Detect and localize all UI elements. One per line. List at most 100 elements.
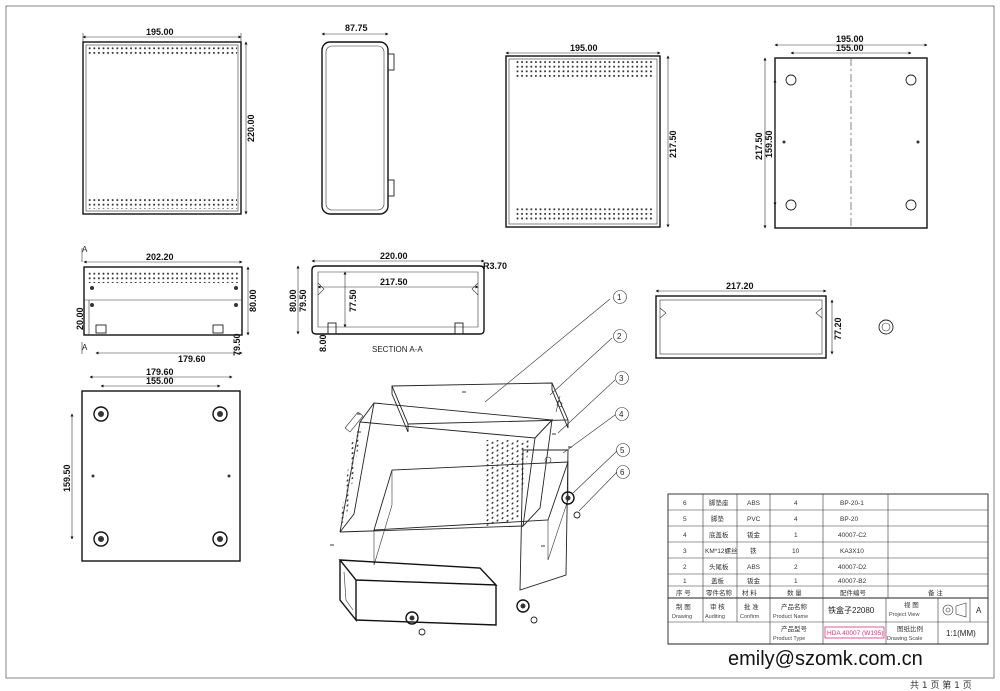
side-elev-width-dim: 202.20 <box>146 252 174 262</box>
end-panel-view: 217.20 77.20 <box>655 281 894 359</box>
side-elev-bottom-height-dim: 79.50 <box>232 333 242 356</box>
section-radius-dim: R3.70 <box>483 261 507 271</box>
bom-row: 1 盖板 钣金 1 40007-B2 <box>683 576 867 585</box>
svg-text:Auditing: Auditing <box>705 614 725 620</box>
svg-text:脚垫座: 脚垫座 <box>709 498 729 507</box>
svg-text:1: 1 <box>794 578 798 585</box>
section-width-dim: 220.00 <box>380 251 408 261</box>
side-elevation: 202.20 80.00 20.00 179.60 79.50 A A <box>75 245 258 364</box>
svg-text:5: 5 <box>620 446 625 455</box>
callout-3: 3 <box>615 371 629 385</box>
svg-text:审 核: 审 核 <box>710 602 725 611</box>
section-view: 220.00 217.50 R3.70 80.00 79.50 77.50 8.… <box>288 251 507 354</box>
side-elev-bottom-length-dim: 179.60 <box>178 354 206 364</box>
bom-table: 6 脚垫座 ABS 4 BP-20-1 5 脚垫 PVC 4 BP-20 4 底… <box>667 493 989 645</box>
top-hole-depth-dim: 159.50 <box>764 130 774 158</box>
bottom-holes-dim: 155.00 <box>146 376 174 386</box>
svg-text:2: 2 <box>683 564 687 571</box>
back-height-dim: 217.50 <box>668 130 678 158</box>
svg-text:1: 1 <box>617 293 622 302</box>
view-letter: A <box>976 606 982 615</box>
section-h1-dim: 80.00 <box>288 289 298 312</box>
svg-text:图纸比例: 图纸比例 <box>897 624 923 633</box>
back-view: 195.00 217.50 <box>505 43 678 228</box>
svg-text:KA3X10: KA3X10 <box>840 548 864 555</box>
svg-text:2: 2 <box>794 564 798 571</box>
top-outer-width-dim: 195.00 <box>836 34 864 44</box>
section-marker-top: A <box>82 245 88 254</box>
svg-text:Drawing: Drawing <box>672 614 692 620</box>
side-elev-height-dim: 80.00 <box>248 289 258 312</box>
svg-text:ABS: ABS <box>747 564 761 571</box>
svg-text:40007-C2: 40007-C2 <box>838 532 867 539</box>
bom-header: 序 号 零件名称 材 料 数 量 配件编号 备 注 <box>676 588 943 597</box>
svg-text:视 图: 视 图 <box>904 600 919 609</box>
top-outer-depth-dim: 217.50 <box>754 132 764 160</box>
svg-text:备 注: 备 注 <box>928 588 943 597</box>
product-name-value: 铁盒子22080 <box>828 605 875 615</box>
side-elev-offset-dim: 20.00 <box>75 307 85 330</box>
svg-text:Drawing Scale: Drawing Scale <box>887 636 922 642</box>
svg-text:3: 3 <box>619 374 624 383</box>
svg-text:40007-D2: 40007-D2 <box>838 564 867 571</box>
projection-symbol-icon <box>942 602 967 618</box>
svg-text:KM*12螺丝: KM*12螺丝 <box>705 546 738 555</box>
svg-text:脚垫: 脚垫 <box>711 514 725 523</box>
svg-text:铁: 铁 <box>750 546 757 555</box>
title-block: 制 图 Drawing 审 核 Auditing 批 准 Confirm 产品名… <box>672 600 982 642</box>
svg-text:序 号: 序 号 <box>676 588 691 597</box>
page-info: 共 1 页 第 1 页 <box>910 681 972 691</box>
bom-row: 2 头尾板 ABS 2 40007-D2 <box>683 562 867 571</box>
svg-text:Product Type: Product Type <box>773 636 805 642</box>
svg-text:ABS: ABS <box>747 500 761 507</box>
scale-value: 1:1(MM) <box>946 629 976 638</box>
svg-text:1: 1 <box>794 532 798 539</box>
svg-text:钣金: 钣金 <box>747 576 761 585</box>
section-h2-dim: 79.50 <box>298 289 308 312</box>
svg-text:3: 3 <box>683 548 687 555</box>
exploded-view <box>330 298 618 636</box>
callout-1: 1 <box>613 290 627 304</box>
callout-6: 6 <box>616 465 630 479</box>
top-hole-spacing-dim: 155.00 <box>836 43 864 53</box>
section-label: SECTION A-A <box>372 345 423 354</box>
svg-text:6: 6 <box>683 500 687 507</box>
section-h3-dim: 77.50 <box>348 289 358 312</box>
back-width-dim: 195.00 <box>570 43 598 53</box>
svg-text:1: 1 <box>683 578 687 585</box>
svg-text:Confirm: Confirm <box>740 614 760 620</box>
svg-text:批 准: 批 准 <box>744 602 759 611</box>
front-view: 195.00 220.00 <box>82 27 256 215</box>
section-inner-dim: 217.50 <box>380 277 408 287</box>
svg-text:BP-20: BP-20 <box>840 516 858 523</box>
end-width-dim: 217.20 <box>726 281 754 291</box>
svg-text:4: 4 <box>619 410 624 419</box>
bottom-view: 179.60 155.00 159.50 <box>62 367 241 562</box>
drawing-frame <box>5 5 995 679</box>
callout-4: 4 <box>615 407 629 421</box>
svg-text:头尾板: 头尾板 <box>709 562 729 571</box>
bom-row: 3 KM*12螺丝 铁 10 KA3X10 <box>683 546 864 555</box>
svg-text:2: 2 <box>617 332 622 341</box>
svg-text:钣金: 钣金 <box>747 530 761 539</box>
svg-text:零件名称: 零件名称 <box>706 588 733 597</box>
svg-text:4: 4 <box>794 516 798 523</box>
svg-text:4: 4 <box>794 500 798 507</box>
svg-text:产品型号: 产品型号 <box>781 624 808 633</box>
svg-text:产品名称: 产品名称 <box>781 602 808 611</box>
callout-5: 5 <box>616 443 630 457</box>
section-marker-bottom: A <box>82 343 88 352</box>
contact-email: emily@szomk.com.cn <box>728 648 923 670</box>
section-foot-dim: 8.00 <box>318 334 328 352</box>
top-view: 195.00 155.00 217.50 159.50 <box>754 34 928 229</box>
bom-row: 4 底盖板 钣金 1 40007-C2 <box>683 530 867 539</box>
side-width-dim: 87.75 <box>345 23 368 33</box>
svg-text:Product Name: Product Name <box>773 614 808 620</box>
svg-text:10: 10 <box>792 548 800 555</box>
svg-text:Project View: Project View <box>889 612 919 618</box>
svg-text:数 量: 数 量 <box>787 588 802 597</box>
svg-text:6: 6 <box>620 468 625 477</box>
svg-text:配件编号: 配件编号 <box>840 588 867 597</box>
svg-text:材 料: 材 料 <box>742 588 757 597</box>
